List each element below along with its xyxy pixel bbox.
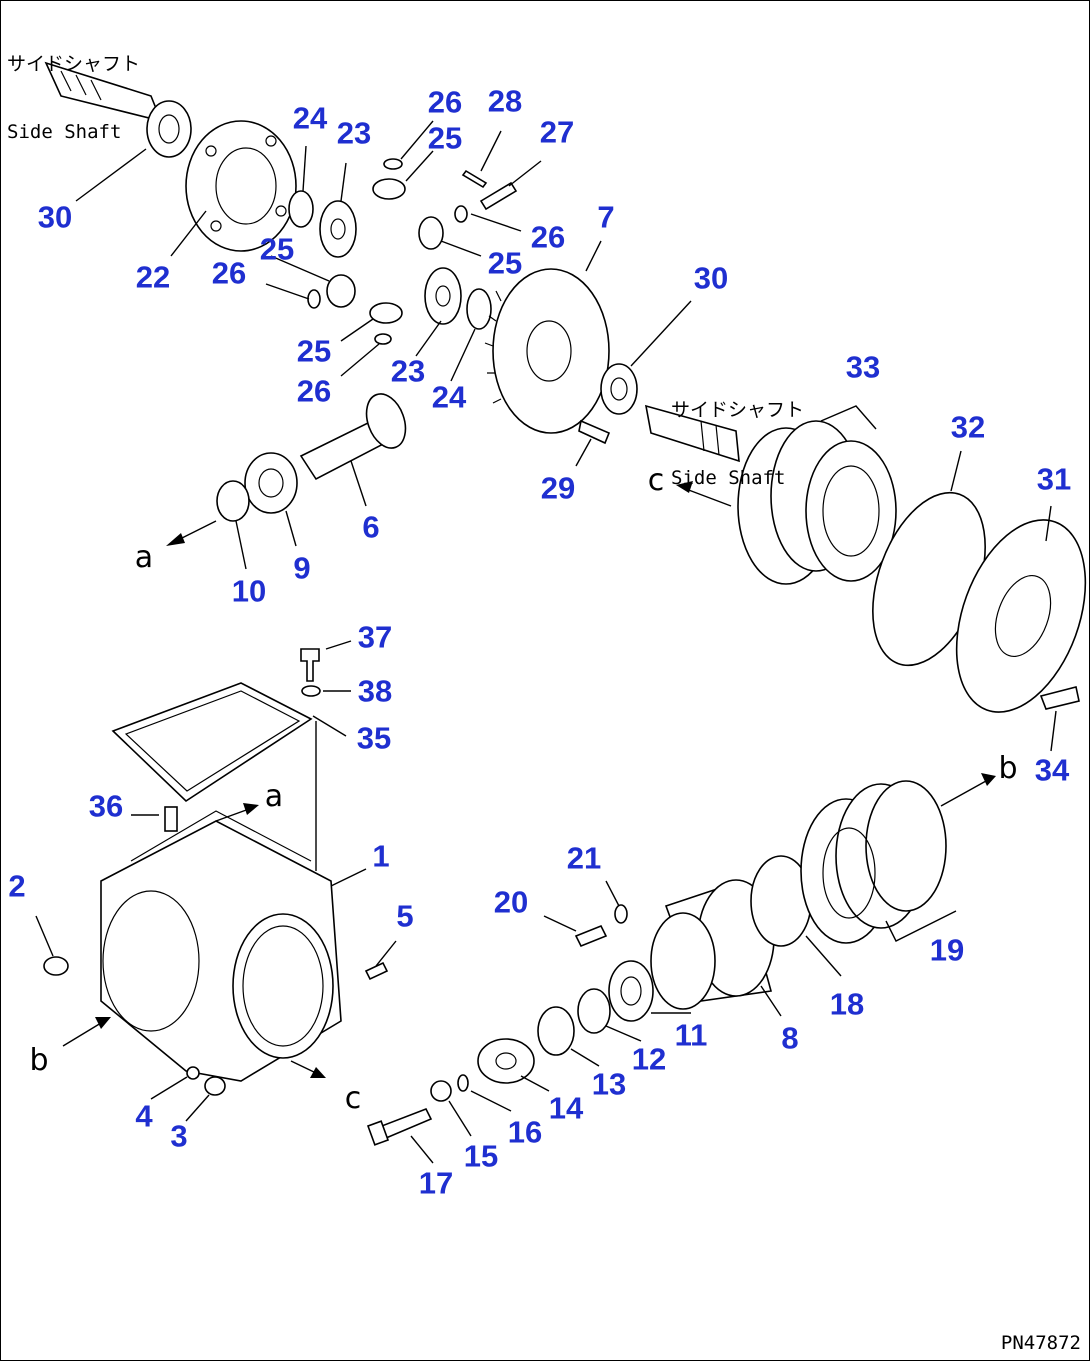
callout-30[interactable]: 30 [693,260,729,296]
callout-35[interactable]: 35 [356,720,392,756]
bearing-9 [244,452,298,514]
callout-25[interactable]: 25 [427,120,463,156]
spacer-10 [216,480,250,522]
callout-16[interactable]: 16 [507,1114,543,1150]
cover-31 [955,519,1087,713]
bearing-30-left [146,100,192,158]
callout-8[interactable]: 8 [781,1020,799,1056]
washer-24-right [466,288,492,330]
side-gear-23-right [424,267,462,325]
callout-26[interactable]: 26 [530,219,566,255]
callout-25[interactable]: 25 [487,245,523,281]
ref-letter-c: c [344,1081,362,1116]
callout-18[interactable]: 18 [829,986,865,1022]
dowel-36 [164,806,178,832]
pin-28-and-shaft-27 [461,169,518,211]
callout-1[interactable]: 1 [372,838,390,874]
callout-11[interactable]: 11 [674,1017,708,1053]
side-shaft-caption-left-en: Side Shaft [7,120,122,143]
callout-20[interactable]: 20 [493,884,529,920]
washer-24-left [288,190,314,228]
brake-plates-33 [737,420,897,585]
plug-2 [43,956,69,976]
callout-23[interactable]: 23 [390,353,426,389]
callout-28[interactable]: 28 [487,83,523,119]
callout-33[interactable]: 33 [845,349,881,385]
callout-13[interactable]: 13 [591,1066,627,1102]
seal-13 [537,1006,575,1056]
diff-case-22 [185,120,297,252]
bolt-17 [366,1107,433,1146]
callout-9[interactable]: 9 [293,550,311,586]
brake-discs-19 [800,780,947,944]
callout-25[interactable]: 25 [296,333,332,369]
ref-letter-a: a [264,779,284,814]
washers-26 [307,158,468,345]
oring-16-washer-15 [430,1074,469,1102]
callout-26[interactable]: 26 [296,373,332,409]
callout-27[interactable]: 27 [539,114,575,150]
side-shaft-caption-left: サイドシャフト Side Shaft [7,7,140,189]
callout-5[interactable]: 5 [396,898,414,934]
callout-36[interactable]: 36 [88,788,124,824]
callout-19[interactable]: 19 [929,932,965,968]
side-shaft-right [644,404,740,463]
callout-30[interactable]: 30 [37,199,73,235]
callout-25[interactable]: 25 [259,231,295,267]
bearing-11 [608,960,654,1022]
coupling-14 [477,1038,535,1084]
callout-22[interactable]: 22 [135,259,171,295]
callout-21[interactable]: 21 [566,840,602,876]
ref-letter-b: b [29,1043,49,1078]
callout-29[interactable]: 29 [540,470,576,506]
ref-letter-b: b [998,751,1018,786]
cover-plate-35 [111,682,313,803]
callout-2[interactable]: 2 [8,868,26,904]
housing-1 [100,810,342,1082]
leader-lines [35,120,1057,1164]
callout-3[interactable]: 3 [170,1118,188,1154]
callout-6[interactable]: 6 [362,509,380,545]
callout-31[interactable]: 31 [1036,461,1072,497]
document-id: PN47872 [1000,1332,1081,1354]
plug-3-oring-4 [186,1066,226,1096]
callout-37[interactable]: 37 [357,619,393,655]
bolt-34 [1039,686,1080,710]
callout-24[interactable]: 24 [431,379,467,415]
bolt-37-washer-38 [300,648,321,697]
seal-12 [577,988,611,1034]
side-shaft-caption-right: サイドシャフト Side Shaft [671,353,804,535]
pinion-gears-25 [326,178,444,324]
callout-26[interactable]: 26 [211,255,247,291]
callout-7[interactable]: 7 [597,199,615,235]
callout-23[interactable]: 23 [336,115,372,151]
side-shaft-caption-right-jp: サイドシャフト [671,398,805,421]
pin-5 [364,961,389,981]
side-shaft-caption-left-jp: サイドシャフト [7,52,141,75]
ref-letter-c: c [647,463,665,498]
callout-15[interactable]: 15 [463,1138,499,1174]
callout-12[interactable]: 12 [631,1041,667,1077]
bolt-20-washer-21 [574,904,628,948]
callout-24[interactable]: 24 [292,100,328,136]
callout-4[interactable]: 4 [135,1098,153,1134]
bearing-30-right [600,363,638,415]
callout-32[interactable]: 32 [950,409,986,445]
callout-38[interactable]: 38 [357,673,393,709]
side-shaft-caption-right-en: Side Shaft [671,466,786,489]
direction-arrows [62,481,996,1078]
pinion-6 [299,393,407,481]
callout-14[interactable]: 14 [548,1090,584,1126]
bolt-29 [578,419,611,445]
callout-17[interactable]: 17 [418,1165,454,1201]
ref-letter-a: a [134,540,154,575]
callout-26[interactable]: 26 [427,84,463,120]
callout-34[interactable]: 34 [1034,752,1070,788]
ring-gear-7 [484,268,610,434]
side-gear-23-left [319,200,357,258]
callout-10[interactable]: 10 [231,573,267,609]
